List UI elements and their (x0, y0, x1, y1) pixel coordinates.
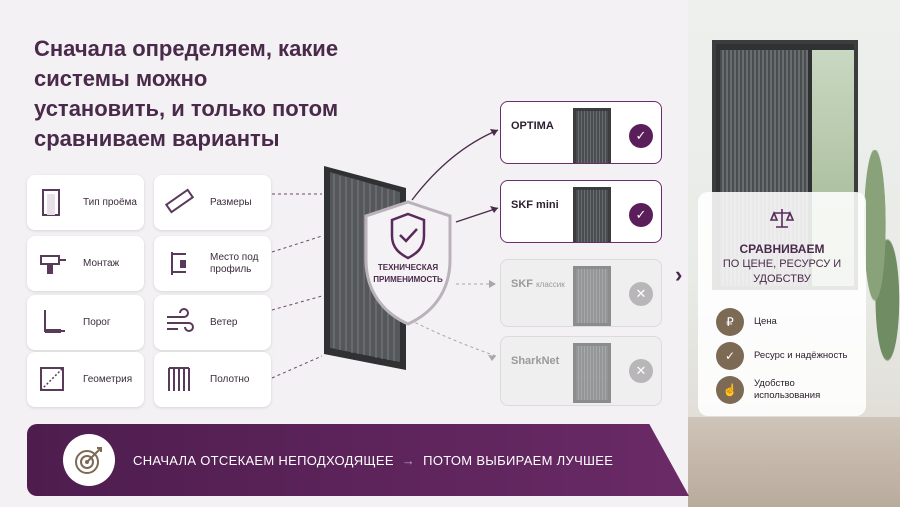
compare-item-usability: ☝ Удобство использования (716, 374, 836, 406)
criterion-card-geometry: Геометрия (27, 352, 144, 407)
option-thumbnail (573, 108, 611, 163)
criterion-label: Место под профиль (210, 251, 259, 275)
room-floor (688, 417, 900, 507)
geometry-icon (40, 367, 64, 391)
banner-text: СНАЧАЛА ОТСЕКАЕМ НЕПОДХОДЯЩЕЕ → ПОТОМ ВЫ… (133, 424, 613, 496)
criterion-card-mounting: Монтаж (27, 236, 144, 291)
option-card-sharknet[interactable]: SharkNet ✕ (500, 336, 662, 406)
criterion-label: Порог (83, 316, 111, 328)
option-card-skf-classic[interactable]: SKF классик ✕ (500, 259, 662, 327)
target-icon-graphic (75, 447, 102, 474)
compare-subtitle: ПО ЦЕНЕ, РЕСУРСУ И УДОБСТВУ (722, 258, 842, 285)
check-icon: ✓ (629, 203, 653, 227)
page-title: Сначала определяем, какие системы можно … (34, 36, 339, 151)
criterion-card-wind: Ветер (154, 295, 271, 350)
wind-icon (167, 308, 194, 332)
compare-heading: СРАВНИВАЕМ ПО ЦЕНЕ, РЕСУРСУ И УДОБСТВУ (698, 242, 866, 287)
target-icon (63, 434, 115, 486)
option-thumbnail (573, 187, 611, 242)
shield-label: ТЕХНИЧЕСКАЯ ПРИМЕНИМОСТЬ (373, 263, 443, 284)
banner-right-text: ПОТОМ ВЫБИРАЕМ ЛУЧШЕЕ (423, 452, 614, 468)
scales-icon (770, 209, 794, 228)
bottom-banner: СНАЧАЛА ОТСЕКАЕМ НЕПОДХОДЯЩЕЕ → ПОТОМ ВЫ… (27, 424, 689, 496)
criterion-card-size: Размеры (154, 175, 271, 230)
criterion-label: Монтаж (83, 257, 120, 269)
doorway-icon (42, 189, 60, 216)
profile-space-icon (171, 252, 186, 275)
criterion-label: Ветер (210, 316, 238, 328)
reject-icon: ✕ (629, 282, 653, 306)
criterion-label: Размеры (210, 196, 252, 208)
option-card-optima[interactable]: OPTIMA ✓ (500, 101, 662, 164)
compare-item-label: Ресурс и надёжность (754, 350, 848, 361)
reject-icon: ✕ (629, 359, 653, 383)
criterion-card-threshold: Порог (27, 295, 144, 350)
ruler-icon (164, 188, 194, 214)
arrow-right-icon: → (401, 452, 416, 468)
option-name: SKF mini (511, 199, 559, 211)
compare-item-price: ₽ Цена (716, 306, 777, 338)
compare-item-reliability: ✓ Ресурс и надёжность (716, 340, 848, 372)
check-icon: ✓ (629, 124, 653, 148)
option-name: SharkNet (511, 355, 560, 367)
ruble-icon: ₽ (716, 308, 744, 336)
option-thumbnail (573, 343, 611, 403)
shield-check-icon: ✓ (716, 342, 744, 370)
threshold-icon (44, 310, 65, 333)
compare-item-label: Удобство использования (754, 378, 821, 401)
criterion-label: Тип проёма (83, 196, 137, 208)
option-name: SKF классик (511, 278, 565, 290)
criterion-card-opening-type: Тип проёма (27, 175, 144, 230)
drill-icon (40, 255, 66, 274)
criterion-card-profile-space: Место под профиль (154, 236, 271, 291)
compare-panel: СРАВНИВАЕМ ПО ЦЕНЕ, РЕСУРСУ И УДОБСТВУ ₽… (698, 192, 866, 416)
chevron-right-icon: › (675, 262, 683, 287)
option-card-skf-mini[interactable]: SKF mini ✓ (500, 180, 662, 243)
technical-applicability-shield: ТЕХНИЧЕСКАЯ ПРИМЕНИМОСТЬ (360, 198, 456, 328)
option-name: OPTIMA (511, 120, 554, 132)
compare-title: СРАВНИВАЕМ (739, 242, 825, 256)
criterion-label: Полотно (210, 373, 250, 385)
criterion-card-mesh: Полотно (154, 352, 271, 407)
banner-left-text: СНАЧАЛА ОТСЕКАЕМ НЕПОДХОДЯЩЕЕ (133, 452, 394, 468)
shield-icon (364, 200, 452, 326)
compare-item-label: Цена (754, 316, 777, 327)
option-thumbnail (573, 266, 611, 326)
criterion-label: Геометрия (83, 373, 133, 385)
hand-touch-icon: ☝ (716, 376, 744, 404)
mesh-fabric-icon (168, 367, 190, 391)
